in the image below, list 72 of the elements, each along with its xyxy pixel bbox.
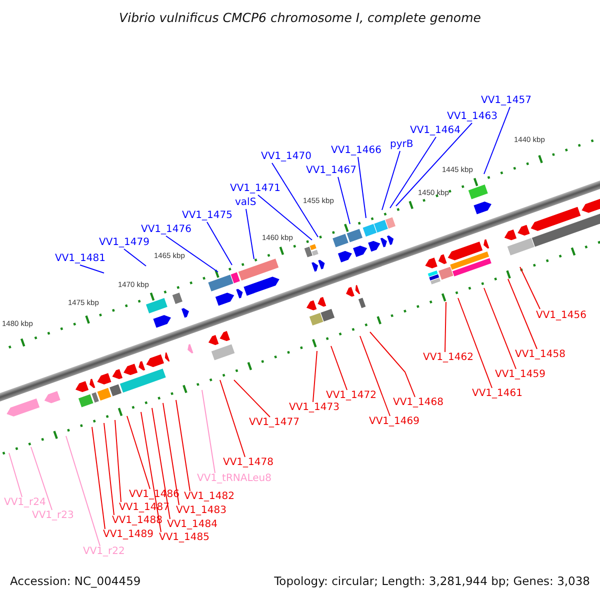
gene-label: VV1_1478: [223, 457, 274, 469]
gene-label: VV1_r22: [83, 546, 125, 558]
gene-label: VV1_1467: [306, 165, 356, 177]
leader-line: [220, 380, 246, 458]
gene-label: VV1_r24: [4, 497, 46, 509]
gene-label: VV1_1485: [159, 532, 210, 544]
leader-line: [484, 106, 510, 174]
gene-label: VV1_1482: [184, 491, 234, 503]
leader-line: [8, 452, 22, 498]
leader-line: [80, 264, 104, 274]
leader-line: [202, 390, 216, 474]
leader-line: [234, 380, 270, 418]
gene-label: VV1_1475: [182, 210, 232, 222]
gene-label: VV1_1468: [393, 397, 444, 409]
leader-line: [458, 298, 492, 388]
gene-label: VV1_1462: [423, 352, 474, 364]
leader-line: [66, 436, 100, 546]
leader-line: [140, 412, 162, 532]
gene-label: VV1_1469: [369, 416, 420, 428]
gene-label: VV1_1458: [515, 349, 566, 361]
leader-line: [246, 208, 254, 260]
leader-line: [484, 288, 516, 370]
leader-line: [396, 122, 472, 206]
leader-line: [330, 346, 348, 390]
leader-line: [124, 248, 146, 266]
gene-label: VV1_1463: [447, 111, 498, 123]
gene-label: valS: [235, 197, 256, 209]
leader-line: [508, 278, 538, 350]
leader-line: [166, 236, 218, 272]
leader-line: [360, 336, 390, 416]
gene-label: VV1_1456: [536, 310, 586, 322]
leader-line: [272, 162, 318, 238]
leader-line: [152, 408, 170, 520]
title: Vibrio vulnificus CMCP6 chromosome I, complete genome: [118, 10, 482, 25]
leader-line: [312, 350, 318, 402]
gene-label: VV1_1471: [230, 183, 280, 195]
leader-line: [162, 402, 180, 506]
leader-line: [126, 416, 150, 490]
gene-label: VV1_1479: [99, 237, 150, 249]
footer-text: Topology: circular; Length: 3,281,944 bp; Genes: 3,038: [274, 574, 590, 588]
leader-line: [114, 420, 122, 502]
leader-line: [92, 426, 106, 530]
gene-label: VV1_1473: [289, 402, 340, 414]
gene-label: VV1_1484: [167, 519, 218, 531]
leader-line: [258, 194, 312, 240]
gene-label: VV1_1466: [331, 145, 382, 157]
gene-label: VV1_1461: [472, 388, 522, 400]
leader-line: [30, 446, 52, 510]
gene-label: VV1_1483: [176, 505, 226, 517]
leader-line: [390, 136, 436, 208]
gene-label: VV1_1470: [261, 151, 312, 163]
leader-line: [520, 266, 540, 310]
leader-line: [444, 302, 446, 352]
leader-line: [176, 400, 190, 492]
leader-line: [206, 222, 232, 266]
leader-line: [370, 332, 416, 398]
gene-label: VV1_1476: [141, 224, 192, 236]
gene-label: VV1_1472: [326, 390, 376, 402]
gene-label: pyrB: [390, 139, 414, 151]
leader-line: [104, 422, 114, 516]
gene-label: VV1_1457: [481, 95, 532, 107]
gene-label: VV1_r23: [32, 510, 74, 522]
gene-label: VV1_1481: [55, 253, 106, 265]
gene-label: VV1_1489: [103, 529, 154, 541]
leader-line: [338, 176, 350, 224]
leader-line: [358, 156, 366, 218]
footer-text: Accession: NC_004459: [10, 574, 141, 588]
gene-label: VV1_tRNALeu8: [197, 473, 272, 485]
gene-label: VV1_1459: [495, 369, 546, 381]
gene-label: VV1_1477: [249, 417, 300, 429]
gene-label: VV1_1464: [410, 125, 460, 137]
leader-line: [382, 150, 400, 210]
